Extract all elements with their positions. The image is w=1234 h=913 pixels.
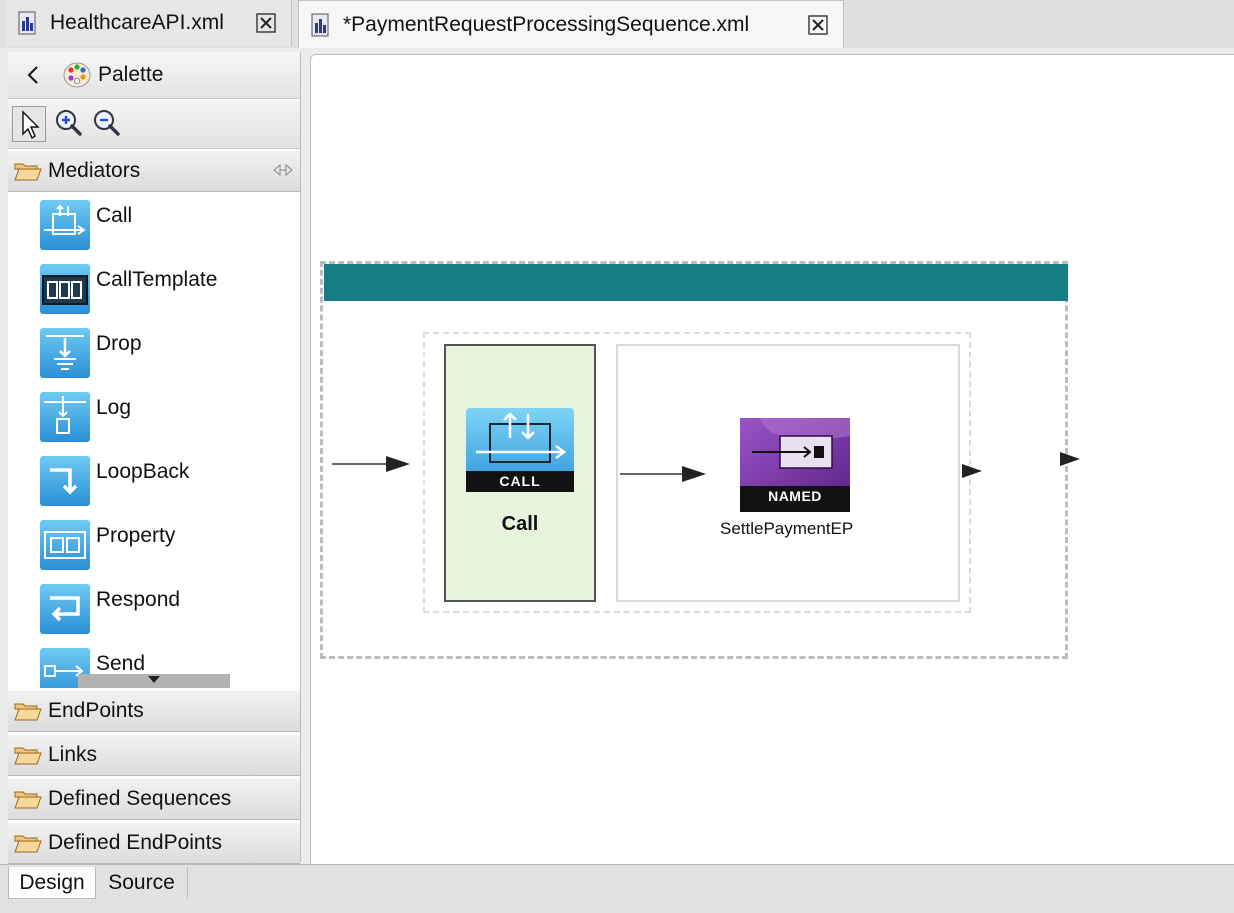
palette-item-label: CallTemplate: [96, 268, 218, 291]
drop-mediator-icon: [40, 328, 90, 378]
zoom-out-icon[interactable]: [92, 108, 122, 138]
sequence-header-bar[interactable]: [324, 264, 1068, 301]
tab-source[interactable]: Source: [96, 867, 188, 899]
drawer-mediators[interactable]: Mediators: [8, 150, 300, 192]
folder-open-icon: [14, 832, 42, 854]
zoom-in-icon[interactable]: [54, 108, 84, 138]
editor-mode-tabs: Design Source: [0, 864, 1234, 913]
calltemplate-mediator-icon: [40, 264, 90, 314]
folder-open-icon: [14, 160, 42, 182]
palette-item-loopback[interactable]: LoopBack: [40, 456, 189, 512]
call-mediator-icon: [40, 200, 90, 250]
palette-item-label: LoopBack: [96, 460, 190, 483]
palette-item-label: Drop: [96, 332, 142, 355]
log-mediator-icon: [40, 392, 90, 442]
drawer-label: EndPoints: [48, 699, 144, 722]
drawer-links[interactable]: Links: [8, 734, 300, 776]
xml-file-icon: [18, 11, 38, 35]
tab-healthcare-api[interactable]: HealthcareAPI.xml: [6, 0, 292, 46]
drawer-endpoints[interactable]: EndPoints: [8, 690, 300, 732]
call-node-badge: CALL: [499, 473, 541, 489]
folder-open-icon: [14, 700, 42, 722]
palette-item-label: Property: [96, 524, 176, 547]
tab-design[interactable]: Design: [8, 867, 96, 899]
tab-label: *PaymentRequestProcessingSequence.xml: [343, 12, 750, 36]
select-tool-icon[interactable]: [12, 106, 46, 142]
palette-item-label: Log: [96, 396, 132, 419]
call-node-icon: [466, 408, 574, 492]
folder-open-icon: [14, 788, 42, 810]
palette-item-property[interactable]: Property: [40, 520, 175, 576]
palette-item-calltemplate[interactable]: CallTemplate: [40, 264, 217, 320]
folder-open-icon: [14, 744, 42, 766]
drawer-label: Links: [48, 743, 98, 766]
palette-toolbar: [8, 100, 300, 149]
pin-drawer-icon[interactable]: [272, 161, 294, 179]
palette-item-drop[interactable]: Drop: [40, 328, 142, 384]
scroll-down-icon[interactable]: [148, 676, 160, 683]
drawer-defined-sequences[interactable]: Defined Sequences: [8, 778, 300, 820]
loopback-mediator-icon: [40, 456, 90, 506]
drawer-label: Mediators: [48, 159, 141, 182]
palette-title: Palette: [98, 63, 164, 86]
tab-payment-sequence[interactable]: *PaymentRequestProcessingSequence.xml: [298, 0, 844, 48]
palette-item-call[interactable]: Call: [40, 200, 132, 256]
close-tab-icon[interactable]: [807, 14, 829, 36]
palette-panel: Palette Mediators Call: [8, 52, 301, 864]
call-node-label: Call: [501, 513, 539, 535]
endpoint-node-label: SettlePaymentEP: [720, 519, 854, 538]
collapse-palette-icon[interactable]: [20, 61, 48, 89]
endpoint-node-badge: NAMED: [768, 488, 822, 504]
palette-header: Palette: [8, 52, 300, 99]
palette-item-respond[interactable]: Respond: [40, 584, 180, 640]
palette-item-label: Respond: [96, 588, 181, 611]
named-endpoint-icon[interactable]: [740, 418, 850, 512]
palette-item-label: Call: [96, 204, 133, 227]
property-mediator-icon: [40, 520, 90, 570]
xml-file-icon: [311, 13, 331, 37]
palette-icon: [62, 60, 92, 90]
drawer-label: Defined EndPoints: [48, 831, 222, 854]
mediators-list: Call CallTemplate Drop Log: [8, 192, 300, 688]
palette-item-log[interactable]: Log: [40, 392, 131, 448]
editor-tab-bar: HealthcareAPI.xml *PaymentRequestProcess…: [0, 0, 1234, 49]
respond-mediator-icon: [40, 584, 90, 634]
drawer-label: Defined Sequences: [48, 787, 232, 810]
close-tab-icon[interactable]: [255, 12, 277, 34]
drawer-defined-endpoints[interactable]: Defined EndPoints: [8, 822, 300, 864]
tab-label: HealthcareAPI.xml: [50, 11, 224, 34]
palette-item-label: Send: [96, 652, 146, 675]
